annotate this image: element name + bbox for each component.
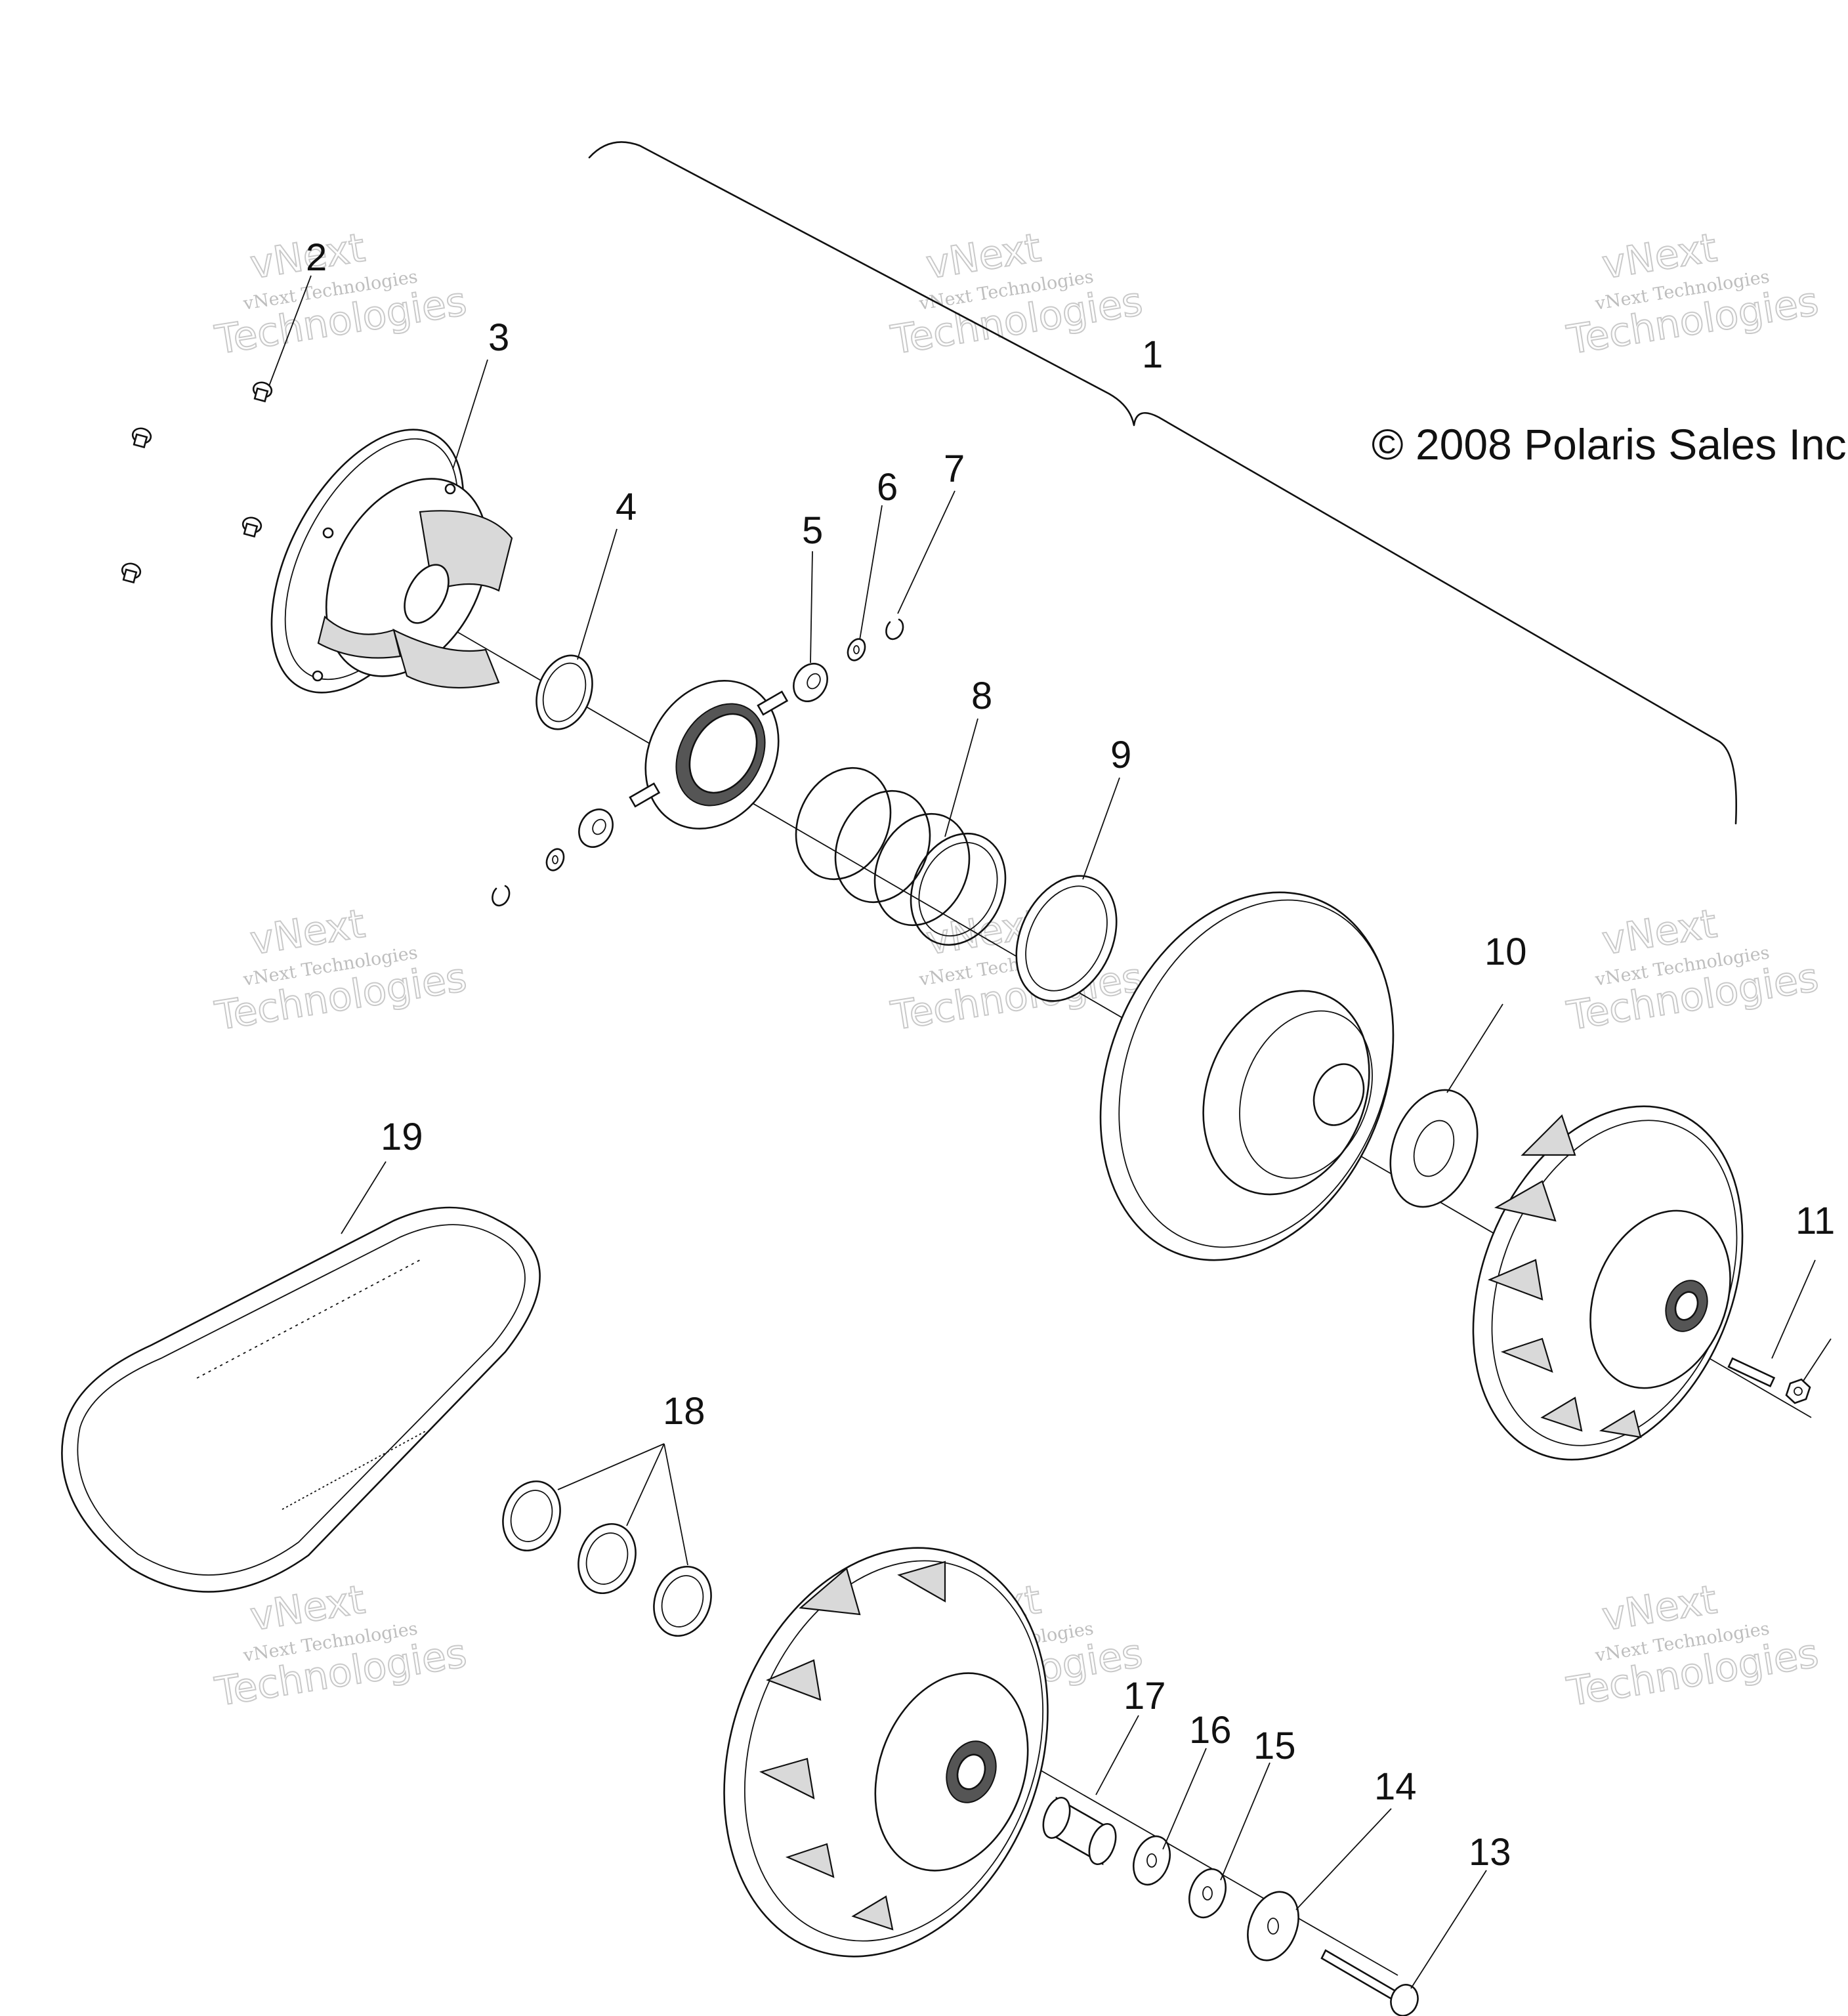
callout-9: 9	[1110, 734, 1131, 776]
leader-lines	[268, 275, 1832, 1989]
roller	[578, 808, 614, 848]
coil-spring	[795, 766, 1007, 946]
small-washer	[545, 848, 565, 872]
callout-1: 1	[1142, 333, 1163, 376]
callout-16: 16	[1189, 1709, 1232, 1752]
callout-labels: 1 2 3 4 5 6 7 8 9 10 11 13 14 15 16 17 1…	[306, 236, 1835, 1874]
callout-15: 15	[1253, 1725, 1296, 1767]
screw-set	[121, 381, 273, 584]
callout-18: 18	[663, 1390, 705, 1433]
e-clip	[492, 885, 511, 907]
callout-17: 17	[1124, 1675, 1166, 1717]
callout-6: 6	[877, 466, 898, 509]
screw	[252, 381, 273, 403]
assembly-bracket	[588, 141, 1737, 825]
shim-washer	[653, 1565, 712, 1637]
callout-13: 13	[1469, 1831, 1511, 1874]
callout-8: 8	[971, 675, 992, 717]
helix-cover-plate	[270, 429, 513, 694]
e-clip	[885, 618, 904, 640]
watermark: vNext vNext Technologies Technologies	[211, 1576, 471, 1716]
watermark: vNext vNext Technologies Technologies	[887, 224, 1146, 364]
screw	[131, 427, 152, 449]
spacer-washer-16	[1133, 1835, 1171, 1886]
watermark: vNext vNext Technologies Technologies	[211, 224, 471, 364]
callout-10: 10	[1484, 931, 1527, 973]
roller	[793, 663, 828, 702]
sealing-ring	[1015, 875, 1118, 1002]
lower-axis-line	[997, 1745, 1398, 1976]
spacer-washer-15	[1188, 1868, 1227, 1919]
watermark: vNext vNext Technologies Technologies	[1563, 900, 1822, 1040]
screw	[121, 562, 142, 584]
shim-washer	[502, 1480, 561, 1552]
callout-11: 11	[1796, 1200, 1835, 1242]
bolt	[1320, 1949, 1419, 2016]
large-washer	[1247, 1891, 1299, 1962]
watermark: vNext vNext Technologies Technologies	[211, 900, 471, 1040]
pin-and-nut	[1727, 1357, 1811, 1404]
callout-14: 14	[1374, 1765, 1417, 1808]
callout-19: 19	[381, 1116, 423, 1158]
thrust-washer	[1389, 1089, 1479, 1208]
spider-hub	[629, 680, 789, 830]
callout-7: 7	[944, 448, 965, 490]
callout-5: 5	[802, 509, 823, 552]
moveable-sheave	[1099, 891, 1395, 1261]
shim-washer	[578, 1522, 637, 1595]
fixed-sheave-lower	[723, 1547, 1049, 1958]
retaining-ring	[536, 654, 593, 730]
callout-4: 4	[616, 486, 637, 528]
watermark: vNext vNext Technologies Technologies	[1563, 1576, 1822, 1716]
bushing	[1042, 1796, 1117, 1866]
callout-3: 3	[488, 316, 509, 359]
screw	[242, 516, 262, 538]
fixed-sheave-upper	[1472, 1105, 1744, 1461]
watermark: vNext vNext Technologies Technologies	[1563, 224, 1822, 364]
callout-2: 2	[306, 236, 327, 279]
small-washer	[847, 638, 866, 662]
copyright-notice: © 2008 Polaris Sales Inc.	[1372, 420, 1848, 469]
drive-belt	[61, 1206, 541, 1593]
